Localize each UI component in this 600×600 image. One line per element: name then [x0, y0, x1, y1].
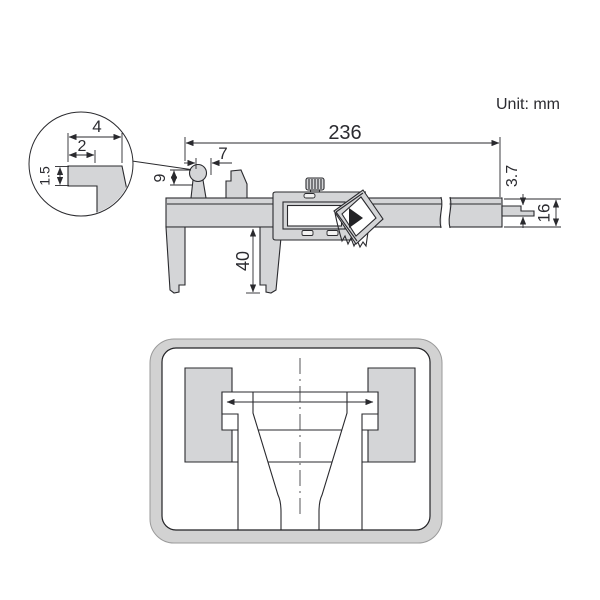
unit-note: Unit: mm [496, 96, 560, 113]
locking-screw [303, 193, 316, 199]
upper-fixed-jaw-tip [188, 163, 208, 183]
dim-jaw-offset-label: 7 [218, 144, 227, 163]
jaw-tip-detail-circle: 4 2 1.5 [28, 111, 134, 217]
panel-inner-border [161, 347, 431, 531]
dim-upper-jaw-depth-label: 9 [152, 173, 169, 182]
caliper-side-view [131, 160, 535, 294]
dim-lower-jaw-length-label: 40 [233, 251, 253, 271]
upper-movable-jaw [225, 169, 248, 199]
lcd-display [286, 204, 343, 227]
dimension-annotations: 236 7 9 40 3.7 16 [152, 122, 561, 294]
logo-plate [333, 189, 384, 249]
workpiece-left [184, 367, 233, 463]
depth-rod [501, 205, 535, 217]
dim-edge-thickness-label: 1.5 [37, 166, 53, 186]
thumb-wheel [305, 177, 325, 194]
dim-edge-width-label: 2 [78, 138, 87, 155]
detail-leader-line [131, 160, 195, 171]
dim-overall-length-label: 236 [328, 122, 361, 144]
upper-fixed-jaw [190, 179, 207, 199]
dim-tip-width-label: 4 [92, 117, 101, 136]
application-diagram [149, 338, 443, 544]
beam-break [439, 196, 452, 229]
lower-fixed-jaw [165, 226, 186, 294]
function-button-left [301, 230, 314, 236]
function-button-right [326, 230, 339, 236]
workpiece-right [367, 367, 416, 463]
dim-beam-height-label: 16 [534, 204, 553, 223]
dim-depth-bar-width-label: 3.7 [504, 165, 521, 187]
thumb-grip-serration [334, 212, 369, 249]
logo-triangle-icon [349, 208, 363, 228]
